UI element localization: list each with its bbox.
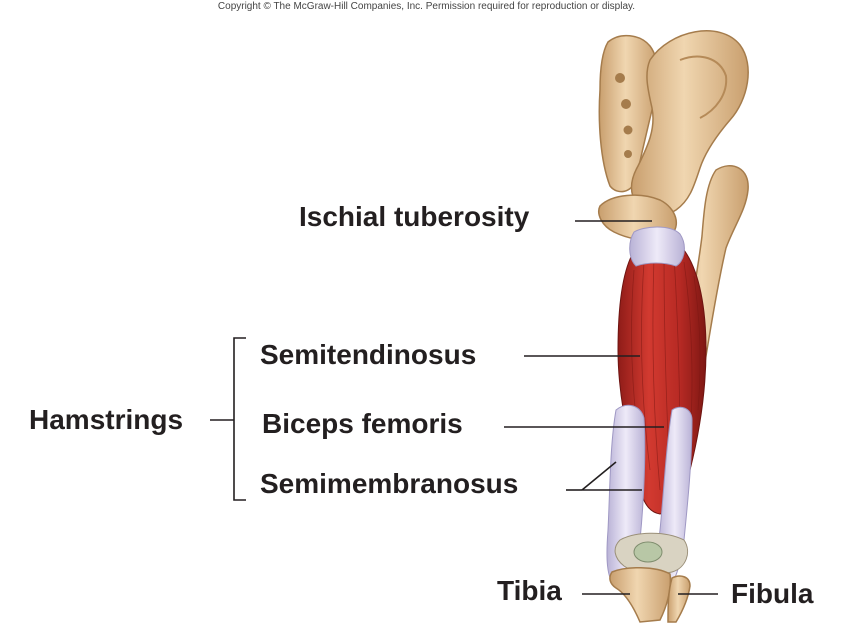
label-hamstrings: Hamstrings [29, 404, 184, 435]
hip-bone [630, 30, 749, 216]
proximal-tendon [629, 226, 685, 267]
label-tibia: Tibia [497, 575, 562, 606]
label-fibula: Fibula [731, 578, 814, 609]
hamstrings-bracket [233, 337, 246, 501]
label-semitendinosus: Semitendinosus [260, 339, 477, 370]
copyright-notice: Copyright © The McGraw-Hill Companies, I… [217, 1, 636, 12]
label-ischial-tuberosity: Ischial tuberosity [299, 201, 530, 232]
fibula [667, 575, 691, 623]
tibia [609, 567, 672, 623]
label-biceps-femoris: Biceps femoris [262, 408, 463, 439]
leader-semimembranosus-split [581, 461, 617, 491]
label-semimembranosus: Semimembranosus [260, 468, 519, 499]
